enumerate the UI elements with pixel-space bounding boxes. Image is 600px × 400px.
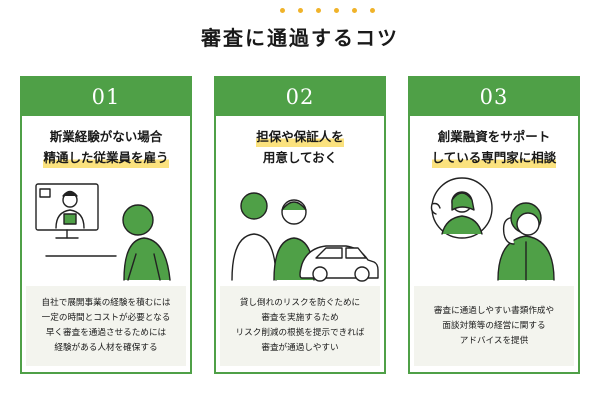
tip-heading-line-highlight: している専門家に相談 (431, 147, 557, 168)
tip-description-line: 審査に通過しやすい書類作成や (433, 305, 555, 316)
tip-heading: 斯業経験がない場合 精通した従業員を雇う (43, 126, 169, 168)
tip-description: 審査に通過しやすい書類作成や 面談対策等の経営に関する アドバイスを提供 (414, 286, 574, 366)
video-call-illustration-icon (35, 183, 171, 281)
tip-description-line: 審査を実施するため (261, 313, 339, 323)
tip-description-line: 一定の時間とコストが必要となる (41, 313, 171, 323)
tip-description-line: 貸し倒れのリスクを防ぐために (239, 298, 361, 308)
tip-description: 自社で展開事業の経験を積むには 一定の時間とコストが必要となる 早く審査を通過さ… (26, 286, 186, 366)
tip-card-1: 01 斯業経験がない場合 精通した従業員を雇う 自社で展開事業の経験を (20, 76, 192, 374)
tip-description-line: 面談対策等の経営に関する (442, 320, 546, 331)
tip-heading: 創業融資をサポート している専門家に相談 (431, 126, 557, 168)
decorative-dots (0, 8, 600, 13)
tip-heading-line-highlight: 精通した従業員を雇う (43, 147, 169, 168)
tip-heading-line: 斯業経験がない場合 (49, 129, 163, 144)
dot-icon (351, 8, 357, 13)
tip-description-line: アドバイスを提供 (459, 335, 529, 346)
dot-icon (297, 8, 303, 13)
dot-icon (369, 8, 375, 13)
tip-number: 03 (410, 78, 578, 116)
tip-description-line: リスク削減の根拠を提示できれば (235, 328, 365, 338)
tip-description-line: 早く審査を通過させるためには (45, 328, 167, 338)
guarantors-and-car-illustration-icon (231, 192, 379, 282)
tip-heading-line: 用意しておく (262, 150, 338, 165)
tip-card-3: 03 創業融資をサポート している専門家に相談 審査に通過しやすい書類作成や 面… (408, 76, 580, 374)
dot-icon (315, 8, 321, 13)
tip-description-line: 経験がある人材を確保する (54, 343, 158, 353)
page-title: 審査に通過するコツ (201, 26, 399, 50)
tip-number: 01 (22, 78, 190, 116)
tip-card-2: 02 担保や保証人を 用意しておく 貸し倒れのリスクを防ぐために 審査を実施する… (214, 76, 386, 374)
phone-consultation-illustration-icon (430, 177, 555, 281)
dot-icon (333, 8, 339, 13)
tip-heading-line-highlight: 担保や保証人を (256, 126, 344, 147)
tips-cards: 01 斯業経験がない場合 精通した従業員を雇う 自社で展開事業の経験を (20, 76, 580, 374)
dot-icon (279, 8, 285, 13)
tip-description-line: 審査が通過しやすい (261, 343, 339, 353)
tip-number: 02 (216, 78, 384, 116)
tip-description-line: 自社で展開事業の経験を積むには (41, 298, 171, 308)
tip-heading: 担保や保証人を 用意しておく (256, 126, 344, 168)
tip-description: 貸し倒れのリスクを防ぐために 審査を実施するため リスク削減の根拠を提示できれば… (220, 286, 380, 366)
tip-heading-line: 創業融資をサポート (437, 129, 551, 144)
